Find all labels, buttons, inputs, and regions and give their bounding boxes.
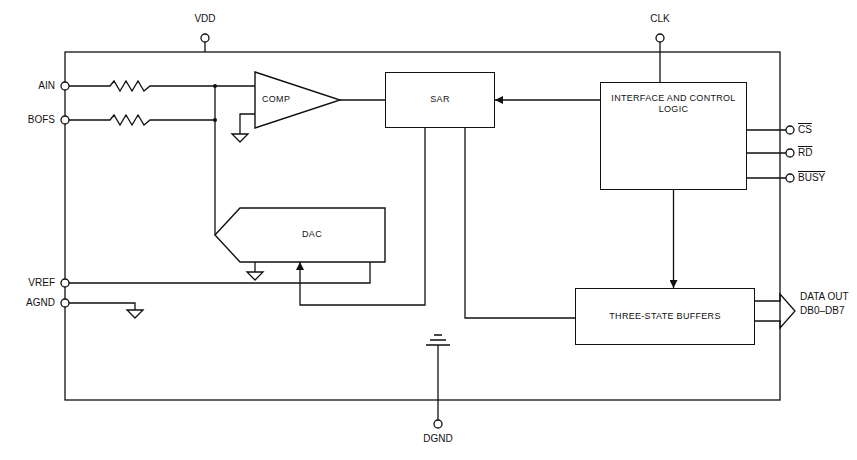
signal-wire — [465, 128, 575, 318]
ground-symbol — [426, 335, 450, 345]
dac-block-outline — [215, 208, 385, 262]
pin-circle — [656, 34, 664, 42]
signal-wire — [495, 99, 600, 100]
wire — [69, 303, 135, 310]
pin-circle — [786, 149, 794, 157]
resistor-symbol — [69, 81, 215, 91]
dac-block: DAC — [215, 208, 385, 262]
pin-name: AGND — [26, 298, 55, 308]
pin-circle — [786, 126, 794, 134]
pin-name: BOFS — [28, 115, 55, 125]
block-title: COMP — [262, 94, 290, 105]
signal-wire — [673, 190, 674, 288]
pin-name: DB0–DB7 — [800, 306, 844, 316]
block-title: SAR — [430, 94, 449, 105]
ground-symbol — [247, 272, 263, 280]
pin-name: AIN — [38, 81, 55, 91]
signal-wire — [340, 99, 385, 100]
wire — [745, 130, 786, 178]
pin-circle — [61, 279, 69, 287]
register-box: SAR — [385, 72, 495, 128]
pin-circle — [434, 420, 442, 428]
pin-circle — [786, 174, 794, 182]
ground-symbol — [232, 134, 248, 142]
pin-name: RD — [798, 148, 812, 158]
pin-circle — [201, 34, 209, 42]
pin-name: DATA OUT — [800, 292, 849, 302]
wire — [240, 114, 255, 134]
pin-name: BUSY — [798, 173, 825, 183]
buffer-box: THREE-STATE BUFFERS — [575, 288, 755, 345]
control-logic-box: INTERFACE AND CONTROL LOGIC — [600, 82, 747, 190]
pin-name: CLK — [650, 14, 669, 24]
block-title: DAC — [302, 229, 322, 240]
pin-circle — [61, 299, 69, 307]
bus-arrow — [755, 294, 795, 328]
wire — [437, 345, 438, 420]
pin-circle — [61, 82, 69, 90]
chip-outline — [65, 52, 780, 400]
comparator-symbol-shape — [255, 72, 340, 128]
pin-name: CS — [798, 125, 812, 135]
block-title: THREE-STATE BUFFERS — [609, 311, 720, 322]
pin-name: DGND — [423, 434, 452, 444]
wire — [204, 42, 205, 52]
pin-circle — [61, 116, 69, 124]
dac-block-shape — [215, 208, 385, 262]
ground-symbol — [127, 310, 143, 318]
wire — [254, 262, 255, 272]
pin-name: VDD — [194, 14, 215, 24]
wire — [69, 262, 370, 283]
comparator-symbol: COMP — [255, 72, 340, 128]
wire — [659, 42, 660, 82]
pin-name: VREF — [28, 278, 55, 288]
resistor-symbol — [69, 115, 215, 125]
block-title: INTERFACE AND CONTROL LOGIC — [609, 93, 738, 116]
